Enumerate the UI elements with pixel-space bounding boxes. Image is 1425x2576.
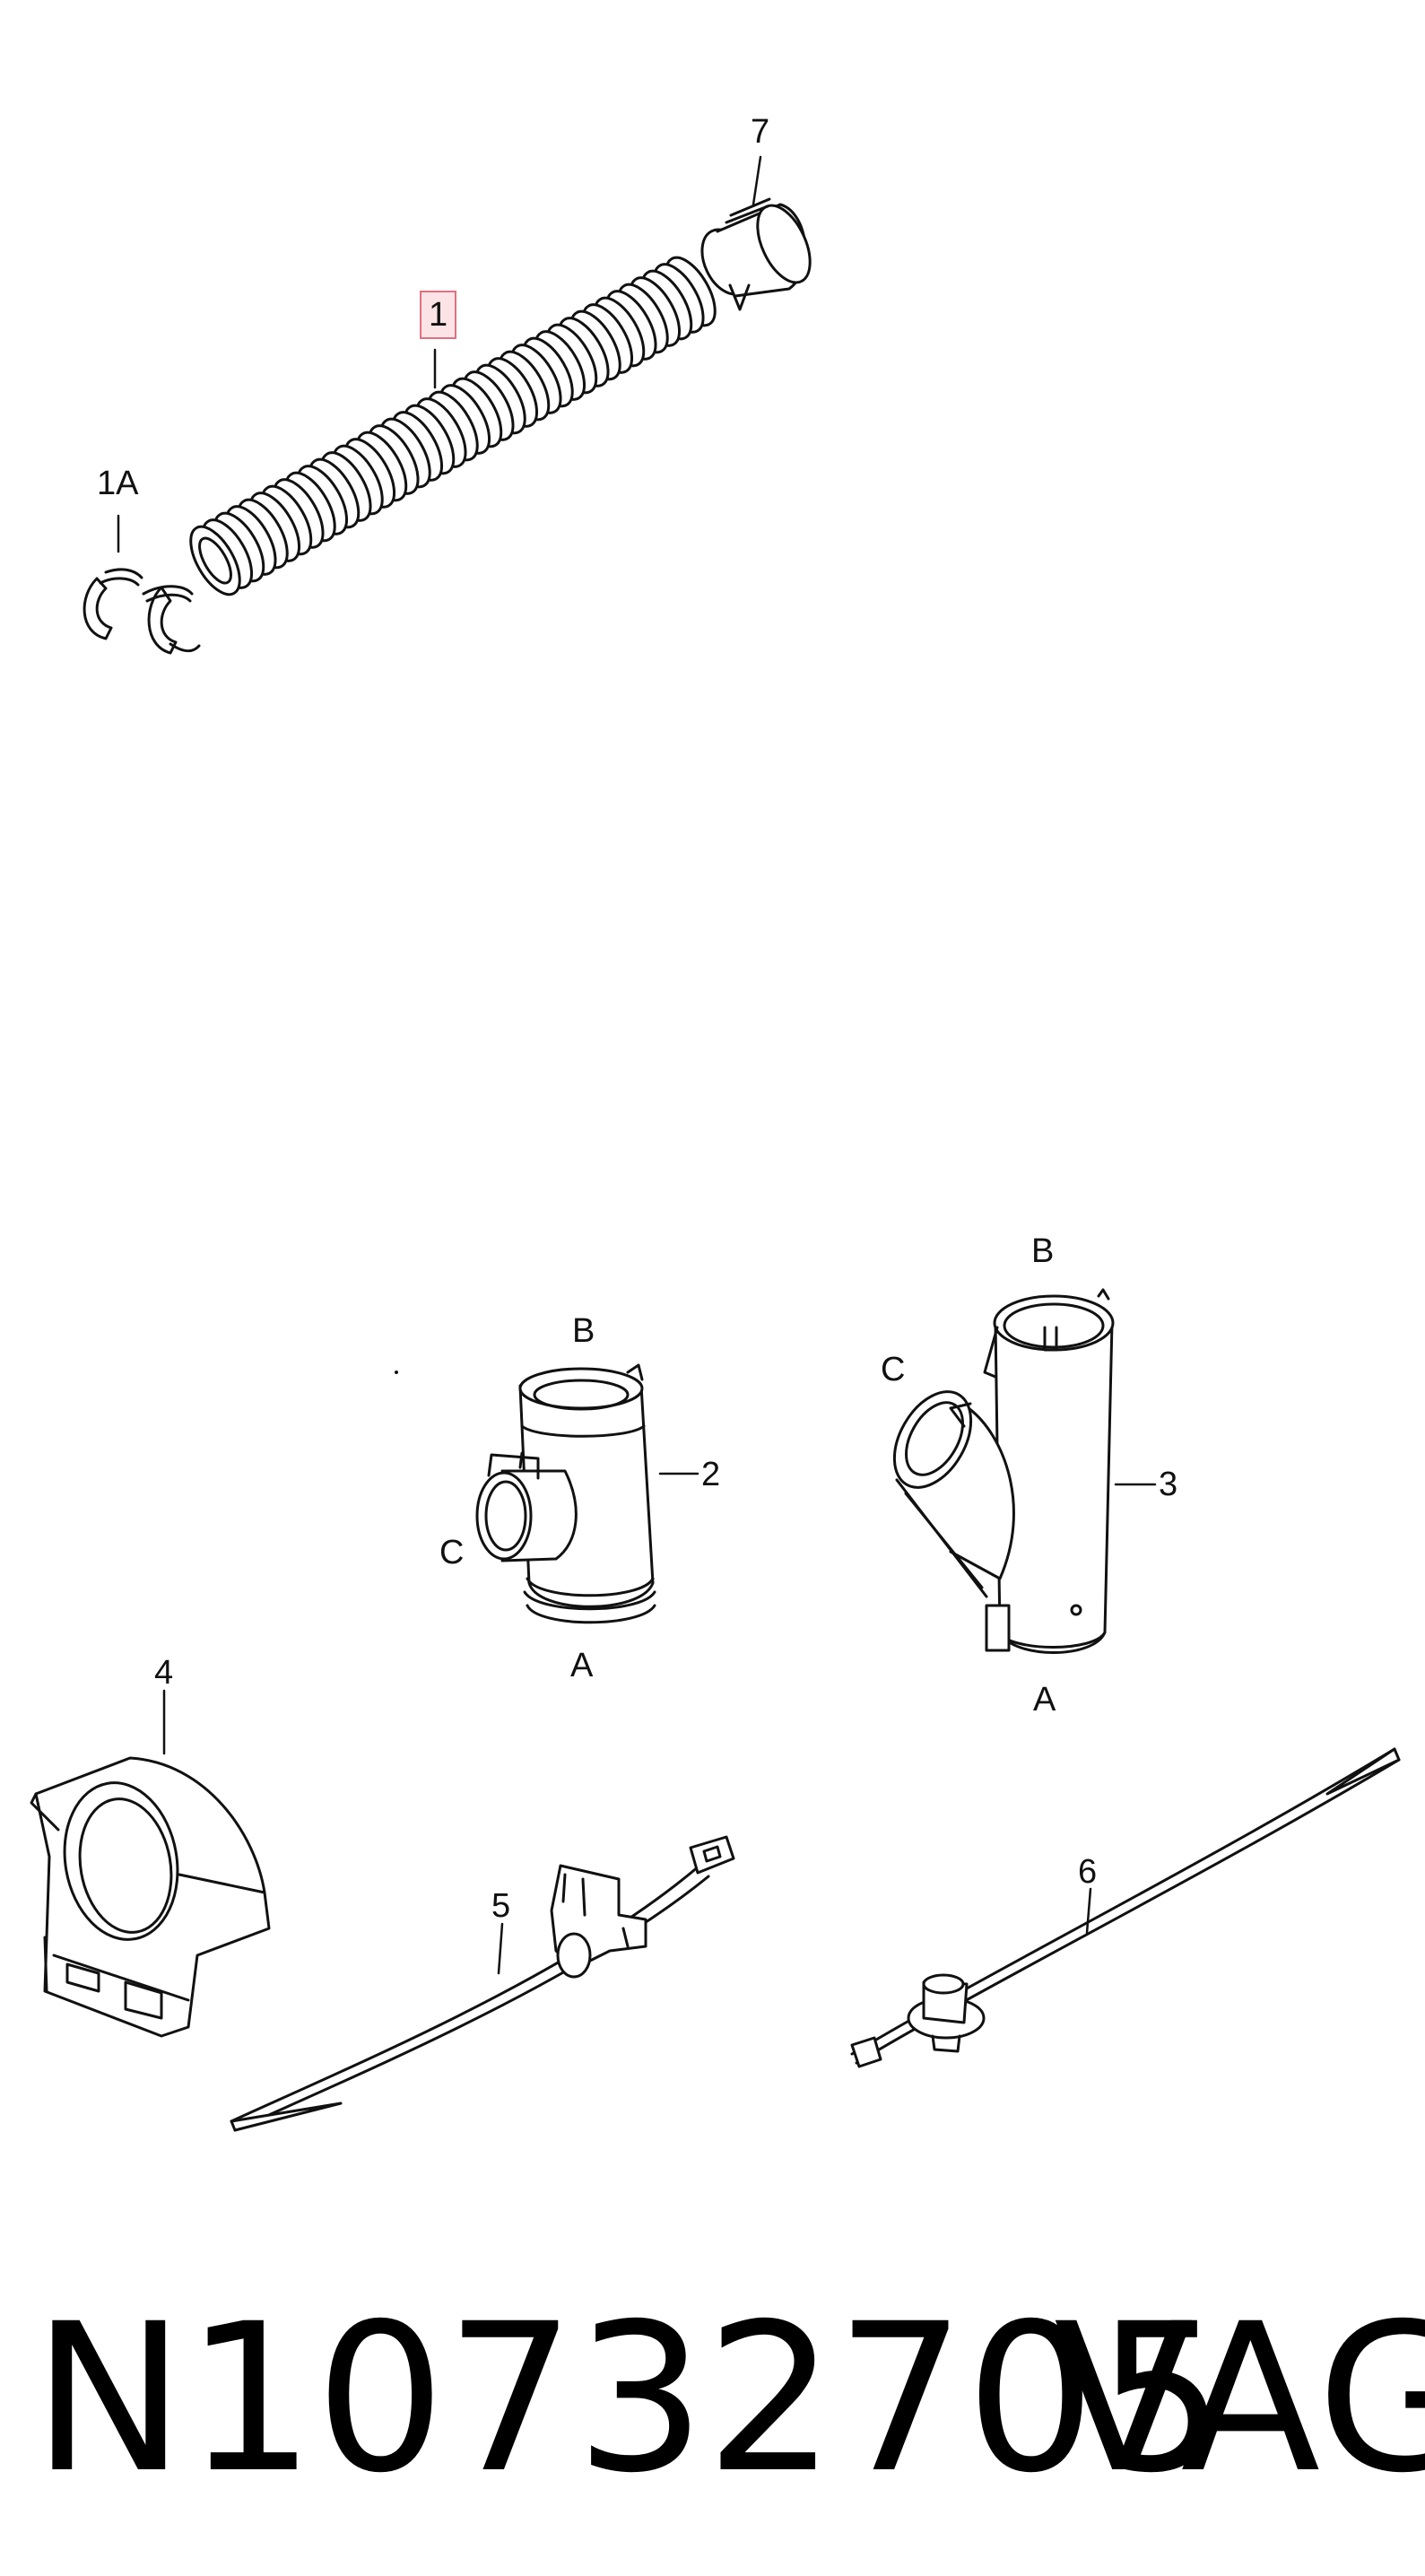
tee-connector-part-2 bbox=[477, 1365, 655, 1623]
leader-lines bbox=[118, 157, 1155, 1973]
callout-part-3[interactable]: 3 bbox=[1159, 1466, 1178, 1503]
callout-part-4[interactable]: 4 bbox=[154, 1654, 174, 1692]
callout-wye-a: A bbox=[1033, 1681, 1056, 1719]
wye-connector-part-3 bbox=[879, 1290, 1113, 1653]
pipe-clamp-part-4 bbox=[31, 1758, 269, 2036]
part-number: N10732705 bbox=[32, 2279, 1227, 2518]
hose-opening bbox=[194, 534, 238, 587]
cable-tie-with-mount-part-5 bbox=[231, 1837, 734, 2130]
stray-mark bbox=[395, 1371, 398, 1374]
callout-wye-c: C bbox=[881, 1351, 906, 1388]
end-sleeve-part-7 bbox=[692, 197, 821, 309]
parts-diagram bbox=[0, 0, 1425, 2206]
corrugated-hose-part-1 bbox=[181, 250, 726, 603]
cable-tie-push-mount-part-6 bbox=[852, 1749, 1399, 2067]
callout-part-6[interactable]: 6 bbox=[1078, 1853, 1098, 1891]
callout-part-1a[interactable]: 1A bbox=[97, 465, 139, 502]
callout-part-2[interactable]: 2 bbox=[701, 1456, 721, 1493]
brand-name: VAG bbox=[1054, 2279, 1425, 2518]
callout-part-7[interactable]: 7 bbox=[751, 113, 770, 151]
callout-tee-a: A bbox=[570, 1647, 594, 1684]
callout-wye-b: B bbox=[1031, 1232, 1055, 1270]
callout-tee-b: B bbox=[572, 1312, 595, 1350]
callout-tee-c: C bbox=[439, 1534, 465, 1571]
hose-end-clip-part-1a bbox=[84, 570, 199, 653]
hose-ring bbox=[181, 519, 250, 603]
callout-part-1[interactable]: 1 bbox=[420, 291, 457, 339]
callout-part-5[interactable]: 5 bbox=[491, 1887, 511, 1925]
